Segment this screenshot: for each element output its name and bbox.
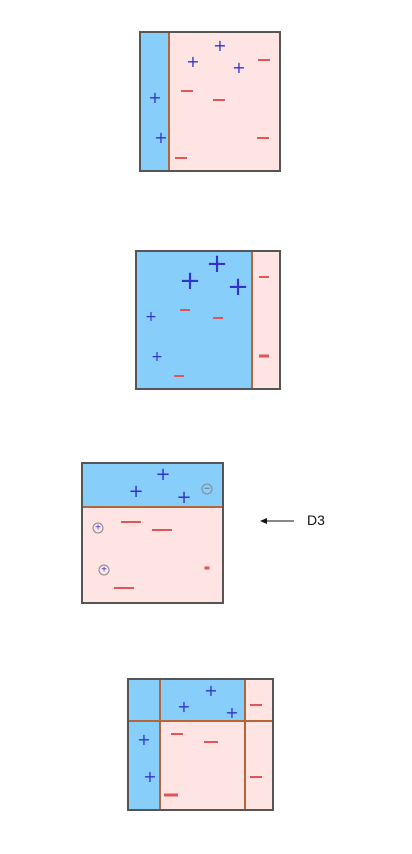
plus-sign: +: [176, 487, 192, 508]
split-line: [251, 252, 253, 388]
minus-sign: [174, 375, 184, 377]
plus-sign: +: [137, 730, 151, 749]
plus-sign: +: [204, 681, 218, 700]
minus-sign: [175, 157, 187, 159]
positive-region: [129, 680, 160, 809]
plus-sign: +: [154, 128, 168, 147]
positive-region: [160, 680, 245, 721]
minus-sign: [121, 521, 141, 523]
minus-sign: [114, 587, 134, 589]
circled-plus-sign: +: [92, 522, 104, 534]
panel-1: + + + + +: [139, 31, 281, 172]
minus-sign: [250, 704, 262, 706]
annotation-label: D3: [307, 512, 325, 528]
arrow-left-icon: [260, 518, 294, 524]
minus-sign: [164, 793, 178, 797]
plus-sign: +: [227, 272, 249, 302]
minus-sign: [204, 566, 210, 570]
plus-sign: +: [213, 36, 227, 55]
minus-sign: [259, 354, 269, 358]
panel-4: + + + + +: [127, 678, 274, 811]
minus-sign: [213, 317, 223, 319]
negative-region: [169, 33, 279, 170]
negative-region: [252, 252, 279, 388]
plus-sign: +: [232, 58, 246, 77]
split-line: [168, 33, 170, 170]
minus-sign: [258, 59, 270, 61]
positive-region: [137, 252, 252, 388]
minus-sign: [259, 276, 269, 278]
minus-sign: [250, 776, 262, 778]
plus-sign: +: [128, 481, 144, 502]
negative-region: [245, 680, 272, 809]
panel-3: + + + − + +: [81, 462, 224, 604]
positive-region: [83, 464, 222, 507]
split-line: [244, 680, 246, 809]
plus-sign: +: [206, 250, 228, 279]
plus-sign: +: [145, 309, 157, 325]
plus-sign: +: [148, 88, 162, 107]
plus-sign: +: [155, 464, 171, 485]
plus-sign: +: [179, 266, 201, 296]
panel-2: + + + + +: [135, 250, 281, 390]
circled-plus-sign: +: [98, 564, 110, 576]
plus-sign: +: [186, 52, 200, 71]
minus-sign: [257, 137, 269, 139]
plus-sign: +: [177, 697, 191, 716]
minus-sign: [213, 99, 225, 101]
circled-minus-sign: −: [201, 483, 213, 495]
minus-sign: [204, 741, 218, 743]
plus-sign: +: [225, 703, 239, 722]
split-line: [159, 680, 161, 809]
split-line: [83, 506, 222, 508]
negative-region: [83, 507, 222, 602]
minus-sign: [180, 309, 190, 311]
minus-sign: [171, 733, 183, 735]
minus-sign: [181, 90, 193, 92]
positive-region: [141, 33, 169, 170]
plus-sign: +: [143, 767, 157, 786]
plus-sign: +: [151, 349, 163, 365]
minus-sign: [152, 529, 172, 531]
split-line: [129, 720, 272, 722]
